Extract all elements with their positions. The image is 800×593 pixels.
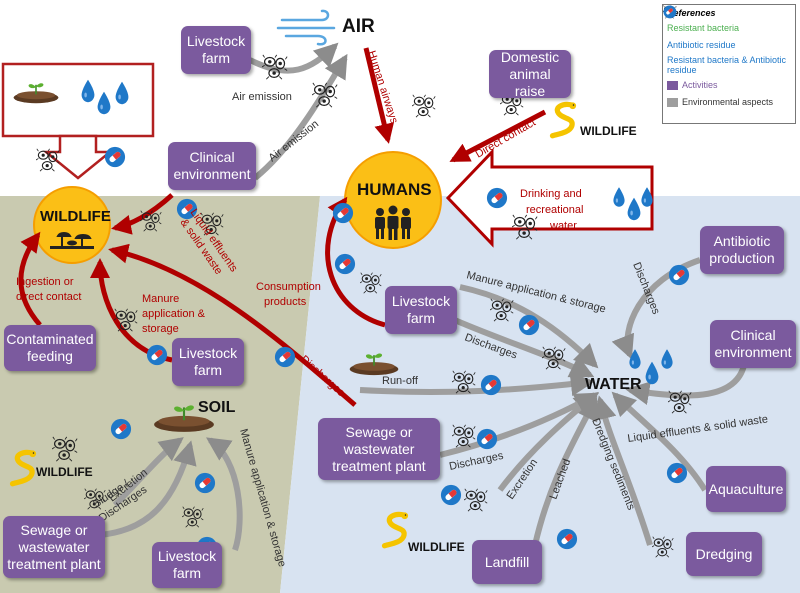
label-manure-ws-1: Manure xyxy=(142,293,179,305)
water-hub-label: WATER xyxy=(585,376,642,393)
antibiotic-pill-icon xyxy=(556,528,578,550)
legend-item-activities: Activities xyxy=(667,78,791,92)
legend-item-resistant-bacteria: Resistant bacteria xyxy=(667,21,791,35)
label-drinking-3: water xyxy=(549,220,577,232)
antibiotic-pill-icon xyxy=(518,314,540,336)
label-air-emission-1: Air emission xyxy=(232,91,292,103)
activity-contaminated-feeding[interactable]: Contaminated feeding xyxy=(4,325,96,371)
antibiotic-pill-icon xyxy=(110,418,132,440)
antibiotic-pill-icon xyxy=(332,202,354,224)
activity-antibiotic-production[interactable]: Antibiotic production xyxy=(700,226,784,274)
humans-hub-circle xyxy=(344,151,442,249)
antibiotic-pill-icon xyxy=(668,264,690,286)
activity-livestock-farm-water[interactable]: Livestock farm xyxy=(385,286,457,334)
antibiotic-pill-icon xyxy=(194,472,216,494)
people-icon xyxy=(375,205,411,240)
activity-swatch xyxy=(667,80,678,90)
activity-domestic-animal-raise[interactable]: Domestic animal raise xyxy=(489,49,571,99)
activity-sewage-plant-water[interactable]: Sewage or wastewater treatment plant xyxy=(318,418,440,480)
label-drinking-1: Drinking and xyxy=(520,188,582,200)
activity-livestock-farm-soil[interactable]: Livestock farm xyxy=(152,542,222,588)
label-consumption-1: Consumption xyxy=(256,281,321,293)
wildlife-hub-label: WILDLIFE xyxy=(40,208,111,225)
air-hub-label: AIR xyxy=(342,16,375,37)
activity-aquaculture[interactable]: Aquaculture xyxy=(706,466,786,512)
antibiotic-pill-icon xyxy=(274,346,296,368)
legend-title: References xyxy=(667,8,716,18)
antibiotic-pill-icon xyxy=(104,146,126,168)
wildlife-hub-circle xyxy=(33,186,111,264)
antibiotic-pill-icon xyxy=(334,253,356,275)
wildlife-tag-3: WILDLIFE xyxy=(408,540,465,554)
activity-sewage-plant-soil[interactable]: Sewage or wastewater treatment plant xyxy=(3,516,105,578)
label-drinking-2: recreational xyxy=(526,204,583,216)
activity-clinical-environment-air[interactable]: Clinical environment xyxy=(168,142,256,190)
antibiotic-pill-icon xyxy=(480,374,502,396)
drinking-water-arrow xyxy=(445,148,654,248)
aspect-swatch xyxy=(667,97,678,107)
label-ingestion-2: direct contact xyxy=(16,291,81,303)
legend: References Resistant bacteria Antibiotic… xyxy=(662,4,796,124)
legend-item-environmental-aspects: Environmental aspects xyxy=(667,95,791,109)
activity-livestock-farm-wildlife[interactable]: Livestock farm xyxy=(172,338,244,386)
activity-clinical-environment-water[interactable]: Clinical environment xyxy=(710,320,796,368)
wildlife-tag-1: WILDLIFE xyxy=(580,124,637,138)
antibiotic-pill-icon xyxy=(146,344,168,366)
antibiotic-pill-icon xyxy=(476,428,498,450)
antibiotic-pill-icon xyxy=(666,462,688,484)
activity-dredging[interactable]: Dredging xyxy=(686,532,762,576)
label-manure-ws-2: application & xyxy=(142,308,206,320)
antibiotic-pill-icon xyxy=(486,187,508,209)
legend-item-bacteria-and-residue: Resistant bacteria & Antibiotic residue xyxy=(667,55,791,75)
antibiotic-pill-icon xyxy=(663,5,676,18)
label-run-off: Run-off xyxy=(382,375,419,387)
soil-hub-label: SOIL xyxy=(198,399,236,416)
label-manure-ws-3: storage xyxy=(142,323,179,335)
legend-item-antibiotic-residue: Antibiotic residue xyxy=(667,38,791,52)
label-consumption-2: products xyxy=(264,296,307,308)
antibiotic-pill-icon xyxy=(440,484,462,506)
label-ingestion-1: Ingestion or xyxy=(16,276,74,288)
savanna-icon xyxy=(50,232,94,249)
activity-livestock-farm-air[interactable]: Livestock farm xyxy=(181,26,251,74)
activity-landfill[interactable]: Landfill xyxy=(472,540,542,584)
humans-hub-label: HUMANS xyxy=(357,180,432,199)
wildlife-tag-2: WILDLIFE xyxy=(36,465,93,479)
